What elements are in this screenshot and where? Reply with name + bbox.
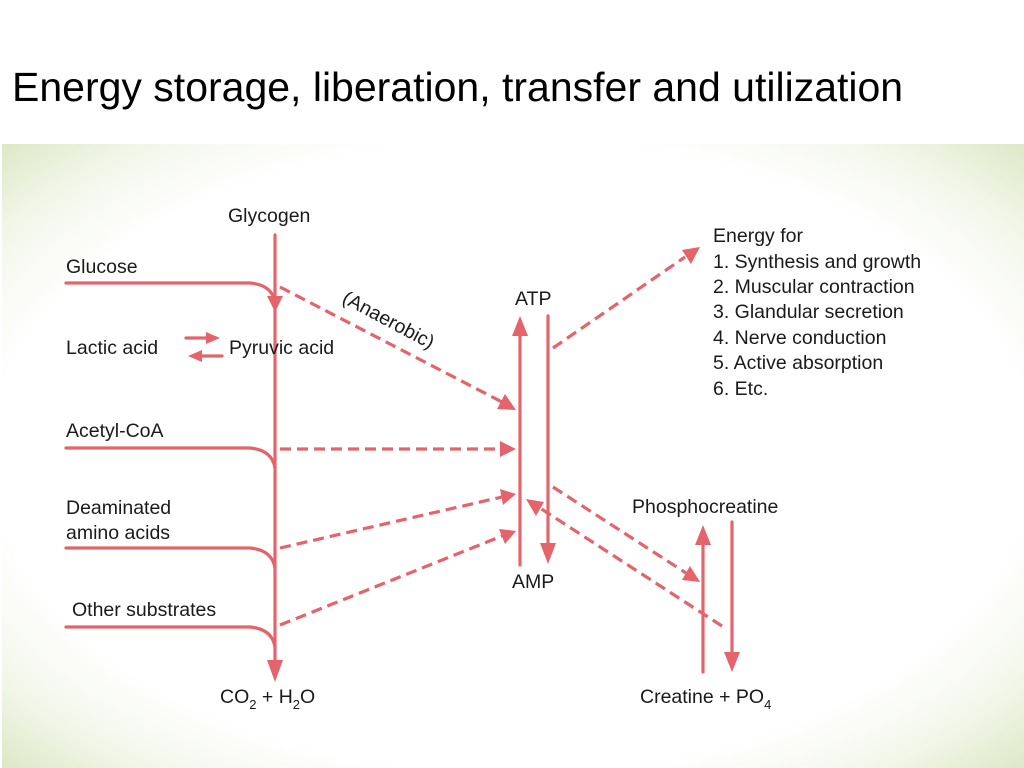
phosphocreatine-up-arrowhead	[695, 525, 711, 545]
po4-subscript: 4	[764, 697, 771, 712]
energy-for-heading: Energy for	[713, 225, 803, 247]
phosphocreatine-label: Phosphocreatine	[632, 496, 778, 518]
lactic-to-pyruvic-arrowhead	[206, 332, 220, 344]
creatine-text: Creatine + PO	[640, 686, 764, 708]
atp-to-creatine-dashed-arrow	[552, 485, 687, 575]
pyruvic-acid-label: Pyruvic acid	[229, 337, 334, 359]
anaerobic-dashed-arrow	[279, 285, 503, 404]
acetyl-arrowhead	[500, 441, 516, 457]
co2-subscript: 2	[249, 697, 256, 712]
energy-use-item: 4. Nerve conduction	[713, 327, 886, 349]
deaminated-line	[64, 546, 277, 570]
anaerobic-arrowhead	[497, 394, 516, 410]
glucose-label: Glucose	[66, 256, 138, 278]
frame-background	[2, 144, 1024, 768]
energy-use-item: 3. Glandular secretion	[713, 301, 904, 323]
energy-use-item: 5. Active absorption	[713, 352, 883, 374]
lactic-acid-label: Lactic acid	[66, 337, 158, 359]
glucose-arrowhead	[267, 296, 283, 312]
deaminated-arrowhead	[500, 489, 516, 505]
energy-use-item: 1. Synthesis and growth	[713, 251, 921, 273]
energy-arrowhead	[682, 247, 700, 264]
acetyl-coa-line	[64, 446, 277, 470]
atp-to-amp-arrowhead	[540, 543, 556, 564]
return-atp-arrowhead	[526, 499, 544, 516]
o-text: O	[300, 686, 315, 708]
amp-to-atp-arrowhead	[512, 316, 528, 336]
energy-uses-list: Energy for 1. Synthesis and growth 2. Mu…	[713, 225, 921, 400]
glycogen-label: Glycogen	[228, 205, 310, 227]
creatine-arrowhead	[682, 566, 700, 582]
deaminated-dashed-arrow	[279, 495, 503, 550]
pyruvic-to-lactic-arrowhead	[188, 350, 202, 362]
deaminated-label-line2: amino acids	[66, 522, 170, 544]
slide-title: Energy storage, liberation, transfer and…	[12, 64, 904, 110]
co2-text: CO	[220, 686, 249, 708]
other-substrates-line	[64, 625, 277, 649]
creatine-down-arrowhead	[724, 652, 740, 672]
atp-to-energy-dashed-arrow	[552, 255, 686, 350]
co2-arrowhead	[267, 660, 283, 682]
deaminated-label-line1: Deaminated	[66, 497, 171, 519]
acetyl-coa-label: Acetyl-CoA	[66, 420, 164, 442]
energy-use-item: 2. Muscular contraction	[713, 276, 915, 298]
atp-label: ATP	[515, 288, 551, 310]
h2-subscript: 2	[293, 697, 300, 712]
other-substrates-label: Other substrates	[72, 599, 216, 621]
other-dashed-arrow	[279, 534, 503, 627]
other-arrowhead	[499, 529, 516, 544]
phosphocreatine-to-atp-dashed-arrow	[539, 506, 723, 628]
energy-use-item: 6. Etc.	[713, 378, 768, 400]
plus-h-text: + H	[256, 686, 292, 708]
amp-label: AMP	[512, 571, 554, 593]
co2-h2o-label: CO2 + H2O	[220, 686, 315, 712]
glucose-line	[64, 281, 277, 304]
diagram-frame	[2, 144, 1024, 768]
creatine-po4-label: Creatine + PO4	[640, 686, 771, 712]
